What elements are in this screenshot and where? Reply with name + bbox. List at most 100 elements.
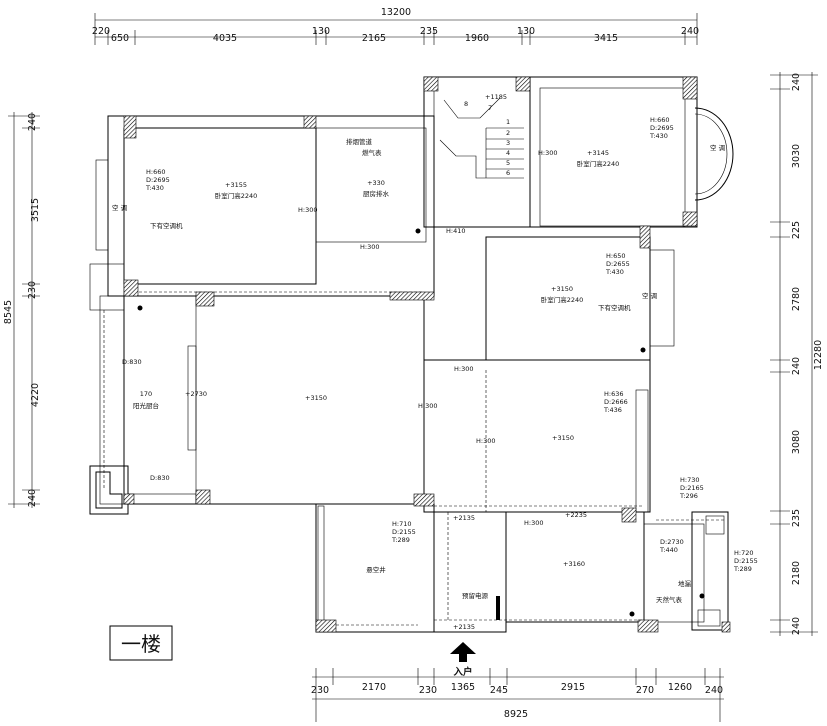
window-e-d: D:2165 xyxy=(680,484,704,492)
top-total-dim: 13200 xyxy=(381,7,411,18)
window-f-d: D:2155 xyxy=(392,528,416,536)
stair-numbers: 1 2 3 4 5 6 7 8 xyxy=(464,100,510,177)
room-name-3: 卧室门高2240 xyxy=(541,295,584,304)
room-name-2: 卧室门高2240 xyxy=(577,159,620,168)
left-dim-1: 240 xyxy=(27,113,38,131)
beam-notes: H:300 H:300 H:300 H:300 H:300 H:300 H:30… xyxy=(122,149,557,527)
pipe-marker-4 xyxy=(699,593,705,599)
window-a-d: D:2695 xyxy=(146,176,170,184)
bottom-dim-6: 2915 xyxy=(561,682,585,693)
entrance-arrow-icon xyxy=(450,642,476,654)
opening-notes: H:660 D:2695 T:430 H:660 D:2695 T:430 H:… xyxy=(145,116,758,573)
right-dim-5: 240 xyxy=(791,357,802,375)
stair-step-3: 3 xyxy=(506,139,510,147)
ac-note-1: 空 调 xyxy=(112,203,127,212)
d-note-1: D:830 xyxy=(122,358,142,366)
window-a-h: H:660 xyxy=(146,168,165,176)
window-d-d: D:2666 xyxy=(604,398,628,406)
level-mark-4: +2730 xyxy=(185,390,207,398)
beam-2: H:300 xyxy=(360,243,379,251)
left-dim-4: 4220 xyxy=(30,383,41,407)
room-name-5: 阳光厨台 xyxy=(133,401,159,410)
door-h-t: T:440 xyxy=(659,546,678,554)
left-total-dim: 8545 xyxy=(3,300,14,324)
beam-8: H:410 xyxy=(446,227,465,235)
pipe-marker-3 xyxy=(640,347,646,353)
top-dim-5: 2165 xyxy=(362,33,386,44)
top-dim-2: 650 xyxy=(111,33,129,44)
level-mark-8: +1185 xyxy=(485,93,507,101)
window-b-d: D:2695 xyxy=(650,124,674,132)
beam-1: H:300 xyxy=(298,206,317,214)
room-level-1: +3155 xyxy=(225,181,247,189)
left-dim-3: 230 xyxy=(27,281,38,299)
pipe-marker-1 xyxy=(137,305,143,311)
beam-5: H:300 xyxy=(454,365,473,373)
top-dim-7: 1960 xyxy=(465,33,489,44)
ac-unit-note-1: 下有空调机 xyxy=(150,221,183,230)
beam-4: H:300 xyxy=(418,402,437,410)
floor-label: 一楼 xyxy=(121,632,161,656)
stair-step-6: 6 xyxy=(506,169,510,177)
window-g-d: D:2155 xyxy=(734,557,758,565)
electrical-panel xyxy=(496,596,500,620)
power-note: 预留电源 xyxy=(462,591,489,600)
level-mark-3: +3160 xyxy=(563,560,585,568)
window-f-t: T:289 xyxy=(391,536,410,544)
window-c-t: T:430 xyxy=(605,268,624,276)
entrance-marker: 入户 xyxy=(450,642,476,678)
window-e-t: T:296 xyxy=(679,492,698,500)
bottom-dim-2: 2170 xyxy=(362,682,386,693)
beam-3: H:300 xyxy=(538,149,557,157)
ac-note-2: 空 调 xyxy=(710,143,725,152)
floor-label-box: 一楼 xyxy=(109,625,173,661)
ac-unit-note-2: 下有空调机 xyxy=(598,303,631,312)
level-mark-7: +2135 xyxy=(453,623,475,631)
window-g-h: H:720 xyxy=(734,549,753,557)
pipe-marker-2 xyxy=(415,228,421,234)
room-level-4: +330 xyxy=(367,179,385,187)
bottom-dimension-chain: 230 2170 230 1365 245 2915 270 1260 240 … xyxy=(311,668,724,722)
top-dim-8: 130 xyxy=(517,26,535,37)
right-dim-3: 225 xyxy=(791,221,802,239)
left-dim-5: 240 xyxy=(27,489,38,507)
stair-step-2: 2 xyxy=(506,129,510,137)
bottom-dim-9: 240 xyxy=(705,685,723,696)
room-labels: +3155 卧室门高2240 +3145 卧室门高2240 +3150 卧室门高… xyxy=(133,149,619,574)
right-dim-1: 240 xyxy=(791,73,802,91)
top-dim-9: 3415 xyxy=(594,33,618,44)
misc-notes: 空 调 空 调 空 调 下有空调机 下有空调机 地漏 天然气表 燃气表 排烟管道… xyxy=(112,137,725,620)
window-c-d: D:2655 xyxy=(606,260,630,268)
door-h-d: D:2730 xyxy=(660,538,684,546)
top-dimension-chain: 13200 220 650 4035 130 2165 235 1960 130… xyxy=(92,7,699,45)
top-dim-1: 220 xyxy=(92,26,110,37)
bottom-dim-3: 230 xyxy=(419,685,437,696)
structural-columns xyxy=(123,76,731,633)
right-dim-9: 240 xyxy=(791,617,802,635)
level-mark-6: +2235 xyxy=(565,511,587,519)
pipe-marker-5 xyxy=(629,611,635,617)
window-a-t: T:430 xyxy=(145,184,164,192)
right-dim-2: 3030 xyxy=(791,144,802,168)
window-d-h: H:636 xyxy=(604,390,623,398)
gas-meter-note: 天然气表 xyxy=(656,595,683,604)
window-f-h: H:710 xyxy=(392,520,411,528)
stair-step-7: 7 xyxy=(488,104,492,112)
window-e-h: H:730 xyxy=(680,476,699,484)
left-dimension-chain: 8545 240 3515 230 4220 240 xyxy=(3,112,41,508)
right-dimension-chain: 12280 240 3030 225 2780 240 3080 235 218… xyxy=(770,72,824,636)
room-name-4: 厨房排水 xyxy=(363,189,390,198)
d-note-2: D:830 xyxy=(150,474,170,482)
floor-drain-note: 地漏 xyxy=(678,579,692,588)
right-total-dim: 12280 xyxy=(813,340,824,370)
top-dim-6: 235 xyxy=(420,26,438,37)
right-dim-4: 2780 xyxy=(791,287,802,311)
level-marks: +3150 +3150 +3160 +2730 +2135 +2235 +213… xyxy=(185,93,587,631)
gas-meter-note-2: 燃气表 xyxy=(362,148,382,157)
beam-7: H:300 xyxy=(524,519,543,527)
exhaust-note: 排烟管道 xyxy=(346,137,373,146)
right-dim-8: 2180 xyxy=(791,561,802,585)
right-dim-6: 3080 xyxy=(791,430,802,454)
room-name-6: 悬空井 xyxy=(366,565,386,574)
